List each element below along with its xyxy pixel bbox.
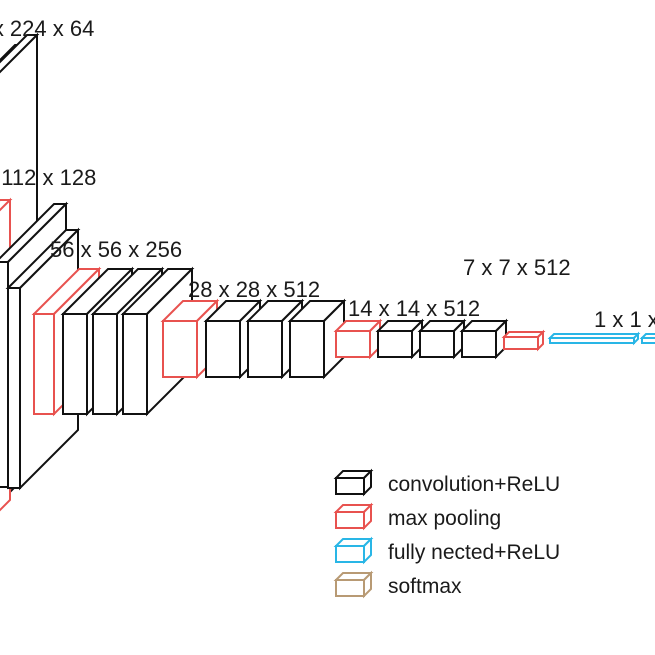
legend-icon-conv <box>333 468 374 497</box>
legend-icon-pool <box>333 502 374 531</box>
label-28x28x512: 28 x 28 x 512 <box>188 277 320 302</box>
label-1x1x4096: 1 x 1 x 4096 <box>594 307 655 332</box>
legend-label-softmax: softmax <box>388 575 462 598</box>
legend-icon-softmax <box>333 570 374 599</box>
legend: convolution+ReLU max pooling fully necte… <box>333 468 560 599</box>
layer-blocks <box>0 32 655 512</box>
legend-label-pool: max pooling <box>388 507 501 530</box>
fc-block-2 <box>639 333 655 344</box>
label-14x14x512: 14 x 14 x 512 <box>348 296 480 321</box>
legend-label-conv: convolution+ReLU <box>388 473 560 496</box>
pool-block-7 <box>501 329 546 352</box>
label-112x112x128: 112 x 112 x 128 <box>0 165 96 190</box>
pool-block-28 <box>160 298 220 380</box>
fc-block-1 <box>547 331 641 346</box>
label-7x7x512: 7 x 7 x 512 <box>463 255 571 280</box>
conv-block-14-2 <box>417 318 467 360</box>
label-224x224x64: 224 x 224 x 64 <box>0 16 94 41</box>
legend-icon-fc <box>333 536 374 565</box>
label-56x56x256: 56 x 56 x 256 <box>50 237 182 262</box>
legend-label-fc: fully nected+ReLU <box>388 541 560 564</box>
conv-block-14-3 <box>459 318 509 360</box>
pool-block-14 <box>333 318 383 360</box>
conv-block-14-1 <box>375 318 425 360</box>
